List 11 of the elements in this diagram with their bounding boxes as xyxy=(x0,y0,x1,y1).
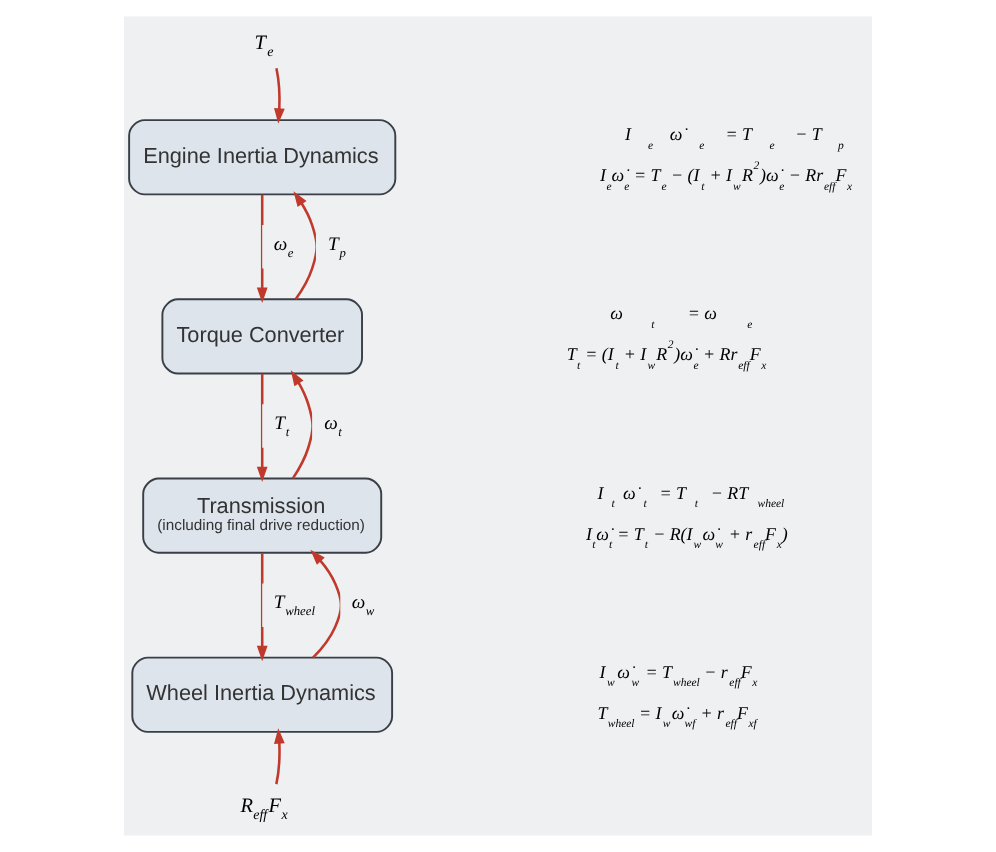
arrow xyxy=(256,194,268,303)
arrow xyxy=(274,67,285,124)
arrow xyxy=(256,553,268,662)
arrow xyxy=(310,549,343,659)
node-box: Engine Inertia Dynamics xyxy=(128,119,397,196)
arrow xyxy=(274,728,285,785)
arrow xyxy=(293,191,318,300)
node-box: Torque Converter xyxy=(161,298,363,375)
node-box: Wheel Inertia Dynamics xyxy=(131,656,394,733)
arrow xyxy=(290,370,314,480)
arrow xyxy=(256,373,268,483)
